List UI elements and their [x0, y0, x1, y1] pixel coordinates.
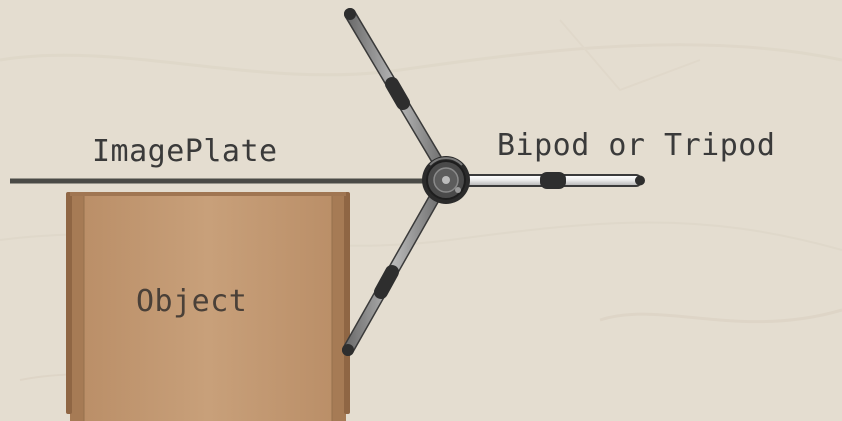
tripod-leg-right: [452, 172, 645, 189]
tripod-label: Bipod or Tripod: [497, 128, 776, 163]
cardboard-box-icon: [66, 192, 350, 421]
tripod-hub: [422, 156, 470, 204]
object-label: Object: [136, 284, 248, 319]
image-plate-label: ImagePlate: [92, 134, 278, 169]
tripod-leg-upper: [344, 8, 450, 178]
tripod-leg-lower: [342, 182, 446, 356]
tripod-icon: [342, 8, 645, 356]
